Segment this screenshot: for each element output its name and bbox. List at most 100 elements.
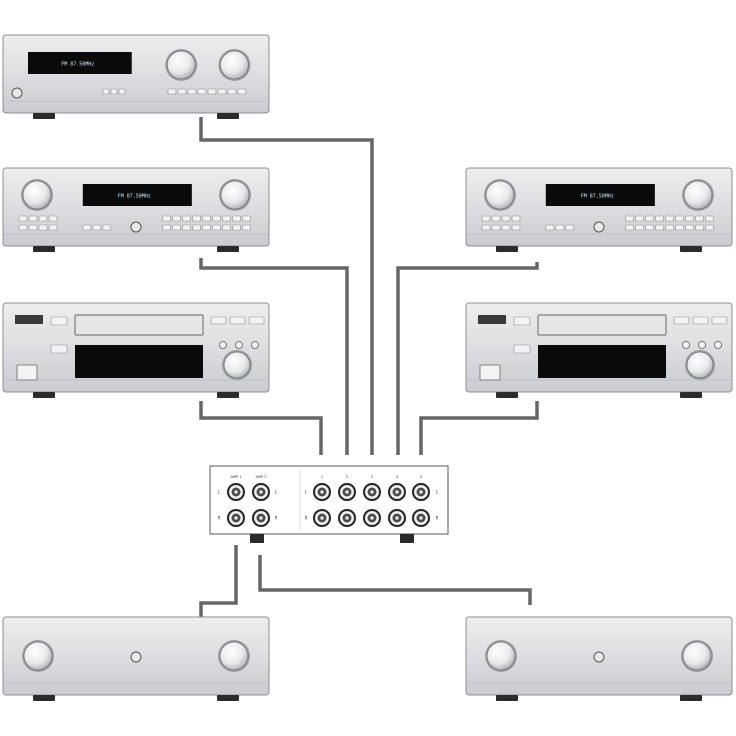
panel-button (232, 215, 241, 222)
panel-button (202, 215, 211, 222)
tuner-amplifier-icon: FM 87.50MHz (2, 34, 270, 119)
volume-knob-icon (220, 180, 250, 210)
rca-jack-pin (234, 516, 238, 520)
source-header-label: 1 (321, 475, 323, 479)
panel-button (242, 215, 251, 222)
small-button (682, 341, 690, 349)
display-screen (538, 345, 666, 378)
foot (250, 534, 264, 543)
panel-button (82, 224, 92, 231)
rca-jack-pin (259, 490, 263, 494)
panel-button (501, 224, 511, 231)
panel-button (18, 215, 28, 222)
panel-button (705, 215, 714, 222)
panel-button (192, 215, 201, 222)
receiver-icon: FM 87.50MHz (465, 167, 733, 252)
foot (33, 113, 55, 119)
cable (199, 117, 374, 455)
rca-jack-pin (419, 490, 423, 494)
panel-button (167, 88, 177, 95)
panel-button (118, 88, 126, 95)
foot (680, 246, 702, 252)
panel-button (635, 224, 644, 231)
row-label: R (305, 516, 308, 521)
small-button (219, 341, 227, 349)
brand-badge (15, 315, 43, 324)
disc-tray (537, 314, 667, 336)
volume-knob-icon (682, 641, 712, 671)
panel-button (635, 215, 644, 222)
cable (199, 401, 323, 455)
row-label: L (436, 490, 439, 495)
foot (217, 695, 239, 701)
rca-jack-pin (345, 516, 349, 520)
panel-button (655, 215, 664, 222)
panel-button (222, 224, 231, 231)
panel-button (50, 316, 68, 326)
cable-group (199, 117, 539, 617)
panel-button (491, 224, 501, 231)
source-header-label: 5 (420, 475, 422, 479)
amp-header-label: AMP 1 (231, 475, 242, 479)
small-button (251, 341, 259, 349)
volume-knob-icon (486, 641, 516, 671)
panel-button (110, 88, 118, 95)
foot (496, 246, 518, 252)
foot (33, 392, 55, 398)
display-text: FM 87.50MHz (61, 62, 94, 68)
small-button (698, 341, 706, 349)
panel-button (481, 215, 491, 222)
panel-button (501, 215, 511, 222)
power-button-icon (130, 221, 142, 233)
row-label: R (275, 516, 278, 521)
brand-badge (478, 315, 506, 324)
rca-jack-pin (419, 516, 423, 520)
panel-button (212, 224, 221, 231)
volume-knob-icon (686, 351, 714, 379)
disc-tray (74, 314, 204, 336)
volume-knob-icon (485, 180, 515, 210)
amp-header-label: AMP 2 (256, 475, 267, 479)
panel-button (182, 224, 191, 231)
switch-box-panel (209, 465, 449, 535)
cable (258, 555, 532, 605)
panel-button (555, 224, 565, 231)
panel-button (665, 224, 674, 231)
panel-button (685, 215, 694, 222)
panel-button (545, 224, 555, 231)
row-label: L (218, 490, 221, 495)
panel-button (202, 224, 211, 231)
panel-button (248, 316, 265, 325)
panel-button (92, 224, 102, 231)
foot (680, 695, 702, 701)
foot (496, 695, 518, 701)
panel-button (48, 215, 58, 222)
panel-button (565, 224, 575, 231)
panel-button (102, 88, 110, 95)
panel-button (513, 344, 531, 354)
panel-button (655, 224, 664, 231)
panel-button (491, 215, 501, 222)
volume-knob-icon (166, 50, 196, 80)
volume-knob-icon (22, 180, 52, 210)
panel-button (102, 224, 112, 231)
panel-button (210, 316, 227, 325)
panel-button (197, 88, 207, 95)
panel-button (187, 88, 197, 95)
panel-button (192, 224, 201, 231)
rca-jack-pin (370, 490, 374, 494)
eject-button (16, 364, 38, 381)
power-button-icon (130, 651, 142, 663)
panel-button (38, 224, 48, 231)
panel-button (38, 215, 48, 222)
cable (199, 258, 349, 455)
rca-jack-pin (320, 490, 324, 494)
volume-knob-icon (683, 180, 713, 210)
foot (217, 113, 239, 119)
foot (496, 392, 518, 398)
panel-button (645, 215, 654, 222)
rca-jack-pin (345, 490, 349, 494)
panel-button (227, 88, 237, 95)
row-label: L (275, 490, 278, 495)
